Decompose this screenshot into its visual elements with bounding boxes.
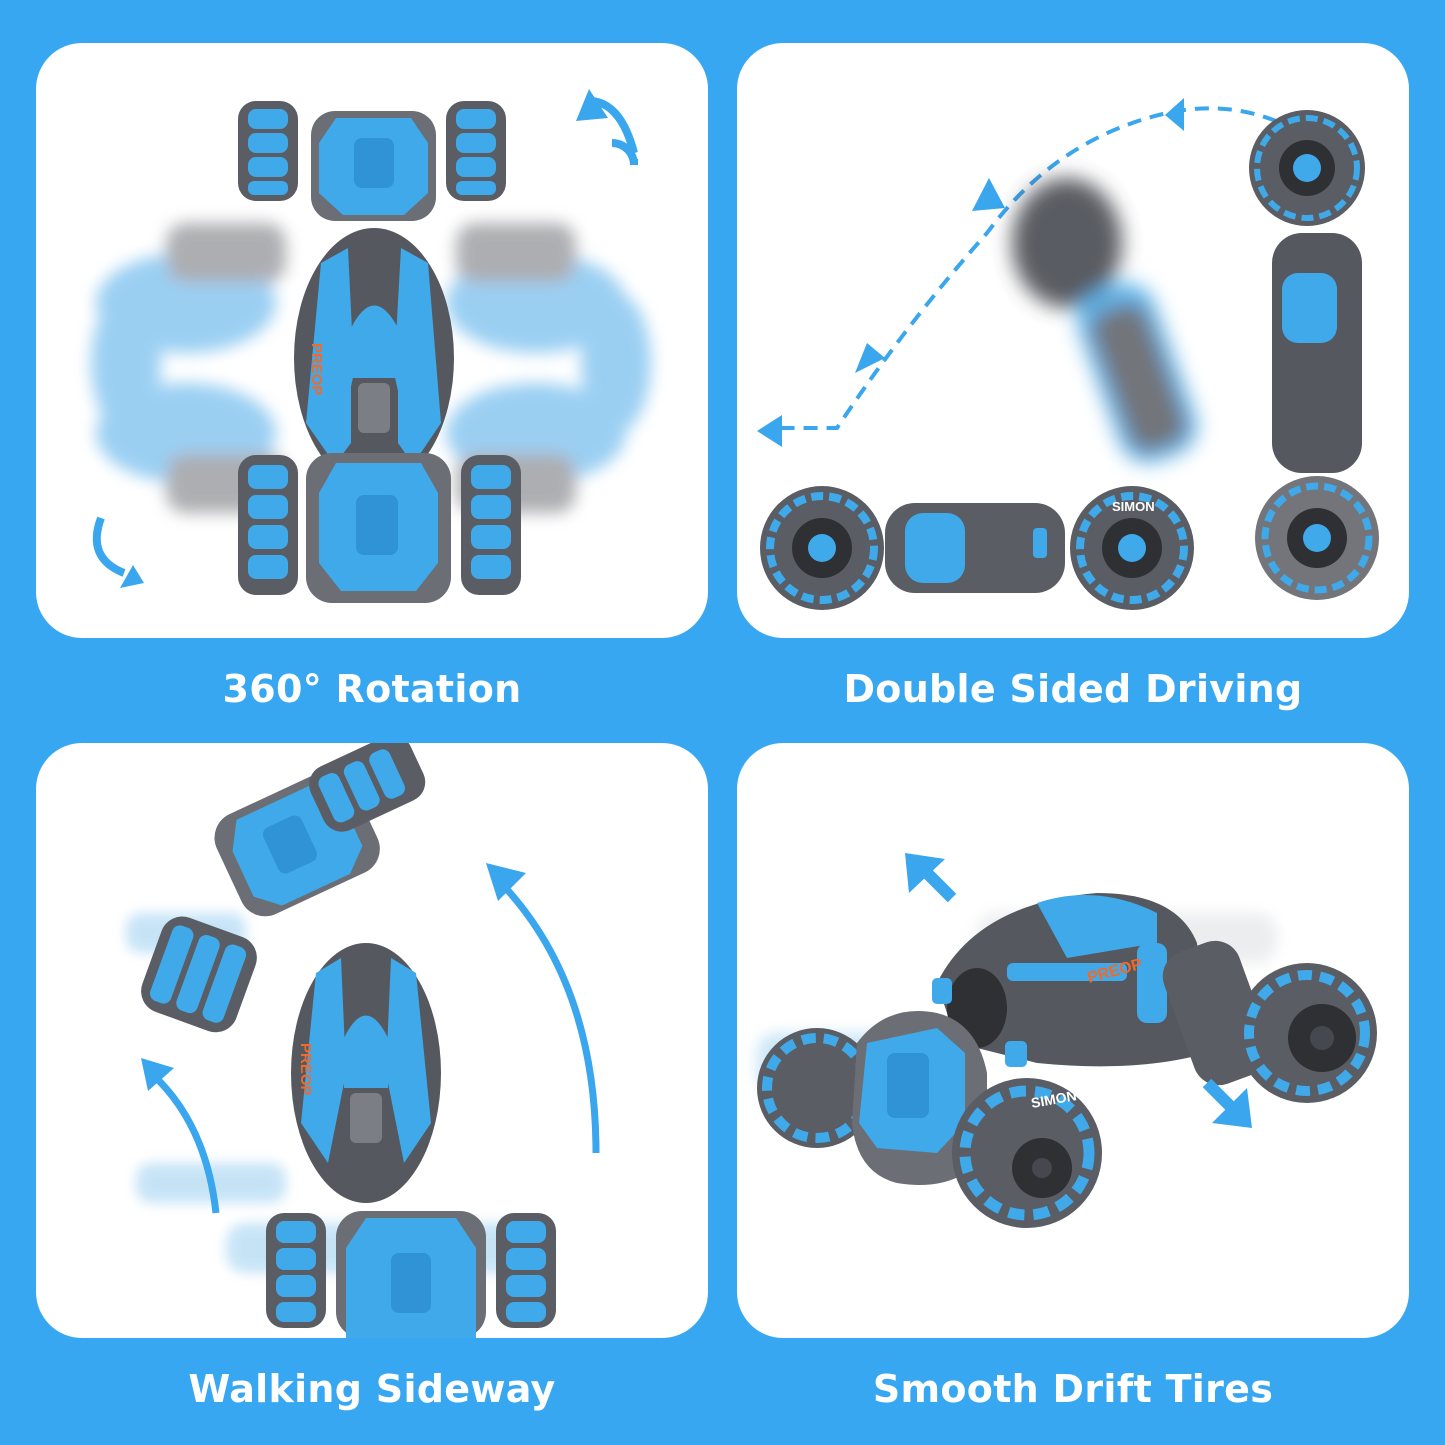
rotate-counterclockwise-arrow-icon xyxy=(576,89,638,166)
up-left-arrow-icon xyxy=(905,853,957,903)
wheel-brand-text: SIMON xyxy=(1112,499,1155,514)
drift-car-illustration: PREOP SIMON xyxy=(757,853,1377,1228)
feature-panel-smooth-drift-tires: PREOP SIMON xyxy=(737,743,1409,1338)
feature-panel-360-rotation: PREOP xyxy=(36,43,708,638)
feature-panel-walking-sideway: PREOP xyxy=(36,743,708,1338)
brand-logo: PREOP xyxy=(297,1043,314,1096)
feature-title-walking-sideway: Walking Sideway xyxy=(188,1367,556,1411)
rear-wheel xyxy=(1162,940,1377,1103)
dashed-arc-arrow-icon xyxy=(757,98,1298,447)
feature-panel-double-sided-driving: SIMON xyxy=(737,43,1409,638)
wheel-top-right xyxy=(309,743,426,832)
feature-title-double-sided-driving: Double Sided Driving xyxy=(843,667,1303,711)
down-right-arrow-icon xyxy=(1202,1078,1252,1128)
brand-logo: PREOP xyxy=(308,343,325,396)
curved-up-arrow-right-icon xyxy=(486,863,600,1154)
upright-car xyxy=(1249,110,1379,600)
flat-car: SIMON xyxy=(760,486,1194,610)
car-top-module xyxy=(238,101,506,221)
car-bottom-module xyxy=(238,453,521,603)
car-main-body: PREOP xyxy=(291,943,441,1203)
wheel-top-left xyxy=(141,916,257,1033)
feature-title-360-rotation: 360° Rotation xyxy=(222,667,522,711)
rotation-car-illustration: PREOP xyxy=(91,89,651,603)
curved-up-arrow-left-icon xyxy=(141,1058,220,1214)
rotate-clockwise-arrow-icon xyxy=(92,516,144,588)
front-module: SIMON xyxy=(757,1011,1102,1228)
double-sided-car-illustration: SIMON xyxy=(757,98,1379,610)
car-main-body: PREOP xyxy=(294,228,454,488)
sideway-car-illustration: PREOP xyxy=(126,743,600,1338)
feature-title-smooth-drift-tires: Smooth Drift Tires xyxy=(872,1367,1274,1411)
wheel-brand-text: SIMON xyxy=(1030,1087,1078,1111)
car-bottom-module xyxy=(266,1211,556,1338)
